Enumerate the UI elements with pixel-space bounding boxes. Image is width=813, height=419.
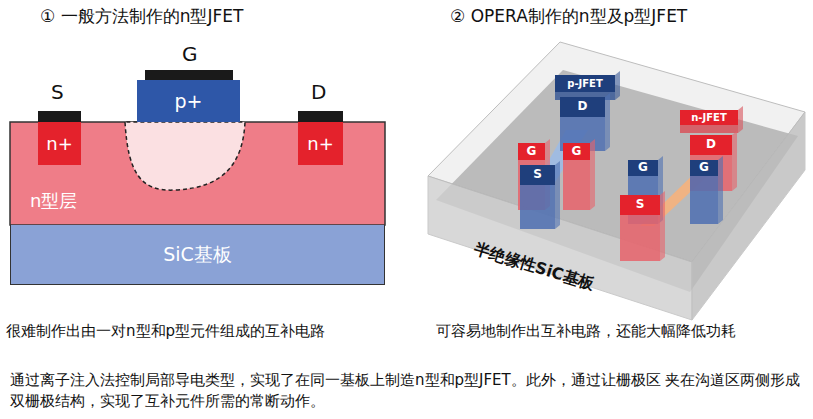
node-text: p-JFET (567, 78, 603, 89)
n-plus-region: n+ (38, 122, 81, 165)
pillar-side (718, 156, 723, 224)
source-pillar: S (620, 195, 660, 215)
node-text: G (699, 161, 709, 174)
node-text: G (638, 161, 648, 174)
pillar-body (680, 125, 738, 133)
gate-pillar: G (518, 143, 545, 160)
depletion-region (125, 122, 245, 190)
terminal-name: D (311, 80, 326, 104)
gate-pillar: G (628, 160, 658, 176)
terminal-name: S (51, 80, 64, 104)
node-text: p+ (175, 91, 203, 112)
n-layer: n型层 n+ n+ (10, 122, 385, 225)
pillar-body (520, 185, 555, 229)
pillar-side (555, 161, 560, 229)
sic-substrate: SiC基板 (10, 225, 385, 285)
panel-title: ① 一般方法制作的n型JFET (40, 6, 243, 26)
caption: 通过离子注入法控制局部导电类型，实现了在同一基板上制造n型和p型JFET。此外，… (10, 370, 805, 412)
pillar-side (732, 131, 737, 191)
pillar-side (660, 191, 665, 261)
node-text: G (572, 145, 582, 158)
panel-caption: 很难制作出由一对n型和p型元件组成的互补电路 (6, 322, 325, 340)
drain-pillar: D (690, 135, 732, 155)
semi-insulating-substrate: 半绝缘性SiC基板p-JFETDGGSn-JFETDGGS (425, 40, 807, 332)
node-text: D (578, 100, 588, 113)
n-layer-fill (10, 122, 385, 225)
gate-contact (145, 70, 233, 80)
device-tag: n-JFET (680, 110, 738, 125)
node-text: D (706, 138, 716, 151)
source-pillar: S (520, 165, 555, 185)
gate-pillar: G (690, 160, 718, 176)
node-text: 半绝缘性SiC基板 (472, 240, 596, 293)
node-text: n型层 (30, 191, 77, 211)
drain-contact (298, 111, 343, 122)
node-text: SiC基板 (163, 244, 232, 265)
pillar-body (563, 160, 590, 210)
pillar-side (615, 71, 620, 100)
device-tag: p-JFET (555, 75, 615, 92)
source-contact (38, 111, 81, 122)
drain-pillar: D (560, 97, 605, 117)
panel-caption: 可容易地制作出互补电路，还能大幅降低功耗 (436, 322, 736, 340)
terminal-name: G (182, 42, 198, 66)
pillar-body (690, 176, 718, 224)
node-text: n+ (307, 134, 334, 154)
panel-title: ② OPERA制作的n型及p型JFET (450, 6, 687, 26)
p-plus-region: p+ (137, 80, 240, 122)
pillar-body (620, 215, 660, 261)
node-text: S (533, 168, 542, 181)
pillar-side (605, 93, 610, 151)
pillar-side (738, 106, 743, 133)
node-text: n+ (46, 134, 73, 154)
n-plus-region: n+ (298, 122, 343, 165)
gate-pillar: G (563, 143, 590, 160)
node-text: G (527, 145, 537, 158)
node-text: n-JFET (691, 112, 726, 123)
node-text: S (636, 198, 645, 211)
pillar-side (590, 139, 595, 210)
